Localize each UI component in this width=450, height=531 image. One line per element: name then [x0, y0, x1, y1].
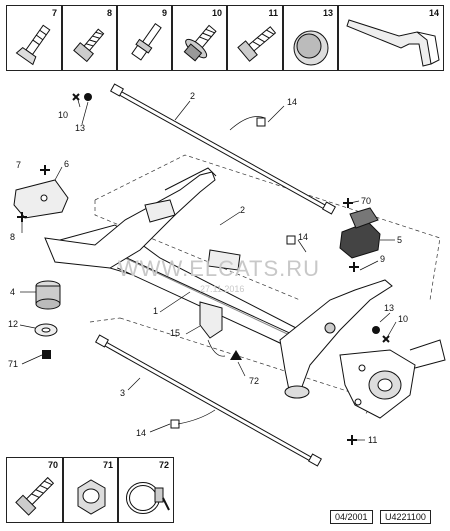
part-number: 8	[106, 8, 112, 18]
part-number: 10	[211, 8, 222, 18]
callout-72: 72	[249, 376, 259, 386]
stabilizer-rod-3	[95, 334, 322, 467]
revision-date: 04/2001	[330, 510, 373, 524]
nut-icon	[77, 479, 106, 515]
callout-11: 11	[368, 435, 377, 445]
callout-8: 8	[10, 232, 15, 242]
callout-3: 3	[120, 388, 125, 398]
callout-70: 70	[361, 196, 371, 206]
part-number: 7	[51, 8, 57, 18]
part-box-72: 72	[118, 457, 174, 523]
watermark-date: 27.11.2016	[200, 284, 244, 294]
axle-beam-1	[44, 167, 393, 399]
stabilizer-rod-2	[110, 83, 336, 215]
callout-1: 1	[153, 306, 158, 316]
callout-4: 4	[10, 287, 15, 297]
diagram-code: U4221100	[380, 510, 431, 524]
callout-10-side: 10	[398, 314, 408, 324]
callout-12: 12	[8, 319, 18, 329]
part-box-13: 13	[283, 5, 338, 71]
callout-14-mid: 14	[298, 232, 308, 242]
part-box-9: 9	[117, 5, 172, 71]
callout-14: 14	[287, 97, 297, 107]
cap-13-top	[84, 93, 92, 101]
bushing-4	[35, 280, 61, 310]
part-box-71: 71	[63, 457, 118, 523]
callout-labels: 2 14 10 13 7 6 8 4 12 71 70 5 2 14 9 1 1…	[8, 91, 408, 445]
bump-stop-5	[339, 207, 381, 259]
callout-10: 10	[58, 110, 68, 120]
callout-13-side: 13	[384, 303, 394, 313]
callout-7: 7	[16, 160, 21, 170]
cap-13-side	[372, 326, 380, 334]
part-number: 72	[158, 460, 169, 470]
part-number: 71	[102, 460, 113, 470]
bracket-15	[199, 301, 223, 339]
callout-5: 5	[397, 235, 402, 245]
callout-2: 2	[190, 91, 195, 101]
part-box-7: 7	[6, 5, 62, 71]
part-box-10: 10	[172, 5, 227, 71]
leader-lines	[19, 99, 397, 441]
bolt-icon	[15, 476, 55, 516]
part-number: 13	[322, 8, 333, 18]
washer-12	[34, 323, 58, 337]
cable-tie-icon	[126, 482, 170, 514]
screw-icon	[73, 28, 105, 63]
part-number: 9	[161, 8, 167, 18]
callout-2-lower: 2	[240, 205, 245, 215]
cross-markers	[72, 93, 390, 343]
callout-15: 15	[170, 328, 180, 338]
plus-markers	[17, 165, 359, 445]
bolt-icon	[15, 24, 51, 66]
callout-71: 71	[8, 359, 18, 369]
torque-symbol-72	[230, 350, 242, 360]
hub-assembly	[339, 339, 446, 419]
part-box-11: 11	[227, 5, 283, 71]
stud-bolt-icon	[131, 22, 162, 61]
flange-bolt-icon	[183, 24, 217, 62]
callout-13: 13	[75, 123, 85, 133]
clip-bracket-icon	[346, 19, 440, 67]
callout-9: 9	[380, 254, 385, 264]
part-box-8: 8	[62, 5, 117, 71]
watermark-text: WWW.ELCATS.RU	[118, 256, 320, 281]
hex-bolt-icon	[237, 26, 277, 62]
part-box-70: 70	[6, 457, 63, 523]
cap-icon	[293, 30, 329, 66]
torque-symbol-71	[42, 350, 51, 359]
part-number: 14	[428, 8, 439, 18]
part-number: 70	[47, 460, 58, 470]
callout-14-low: 14	[136, 428, 146, 438]
part-box-14: 14	[338, 5, 444, 71]
callout-6: 6	[64, 159, 69, 169]
part-number: 11	[268, 8, 278, 18]
